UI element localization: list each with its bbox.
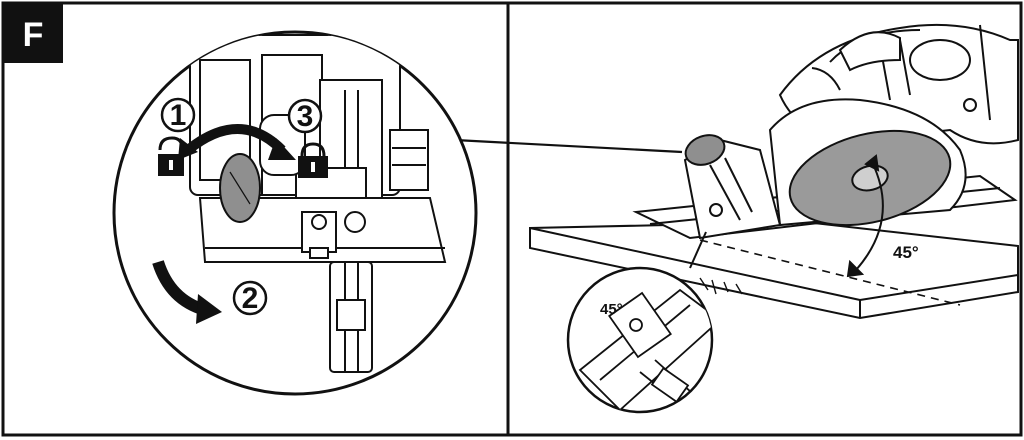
- saw-blade: [788, 129, 952, 227]
- curved-arrow-head: [268, 138, 296, 160]
- tilt-arrow-head: [196, 294, 222, 324]
- step-3-marker: 3: [287, 98, 323, 134]
- left-panel: 1 2 3: [112, 30, 683, 396]
- lock-icon: [298, 142, 328, 178]
- step-2-label: 2: [242, 282, 259, 315]
- angle-arc: [855, 161, 884, 271]
- bevel-lever-right: [684, 134, 726, 166]
- angle-label-main: 45°: [893, 243, 919, 262]
- step-1-marker: 1: [160, 97, 196, 133]
- angle-label-detail: 45°: [600, 301, 623, 318]
- cut-line: [699, 239, 961, 306]
- right-panel: [529, 23, 1019, 320]
- figure-badge-letter: F: [23, 16, 44, 54]
- sawdust: [699, 277, 743, 295]
- figure-badge: F: [3, 3, 63, 63]
- detail-connector: [689, 231, 707, 269]
- zoom-connector: [454, 138, 683, 154]
- unlock-icon: [158, 136, 184, 176]
- step-1-label: 1: [170, 99, 187, 132]
- detail-circle: 45°: [566, 231, 714, 414]
- step-2-marker: 2: [232, 280, 268, 316]
- step-3-label: 3: [297, 100, 314, 133]
- curved-arrow-icon: [184, 124, 286, 154]
